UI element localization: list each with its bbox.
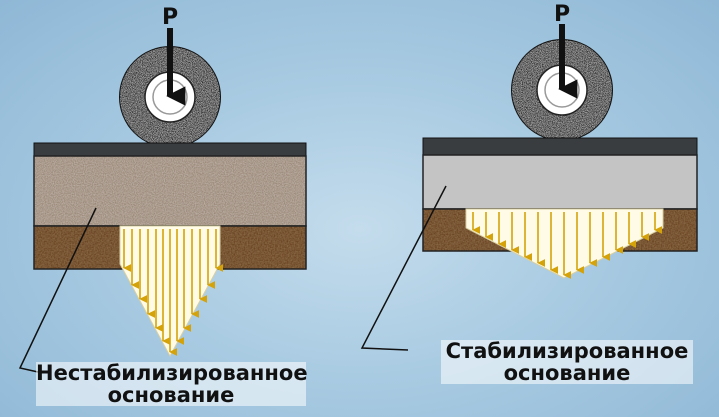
caption-unstabilized-line1: Нестабилизированное [36, 361, 308, 385]
surface-layer-left [33, 142, 307, 157]
caption-unstabilized: Нестабилизированное основание [36, 361, 308, 407]
surface-layer-right [422, 137, 698, 156]
caption-stabilized-line2: основание [503, 361, 631, 385]
load-label-left: P [162, 5, 178, 30]
caption-stabilized-line1: Стабилизированное [445, 339, 689, 363]
caption-unstabilized-line2: основание [107, 383, 235, 407]
stabilized-section: P [360, 2, 698, 351]
base-layer-unstabilized [33, 155, 307, 227]
load-label-right: P [554, 2, 570, 27]
load-arrow-left: P [162, 5, 186, 106]
base-layer-stabilized [422, 154, 698, 210]
unstabilized-section: P [18, 5, 307, 373]
stress-zone-right [465, 208, 664, 279]
stress-cone-left [119, 225, 224, 358]
caption-stabilized: Стабилизированное основание [441, 340, 693, 384]
leader-line-left [18, 207, 97, 373]
leader-line-right [360, 185, 447, 351]
load-arrow-right: P [554, 2, 578, 99]
